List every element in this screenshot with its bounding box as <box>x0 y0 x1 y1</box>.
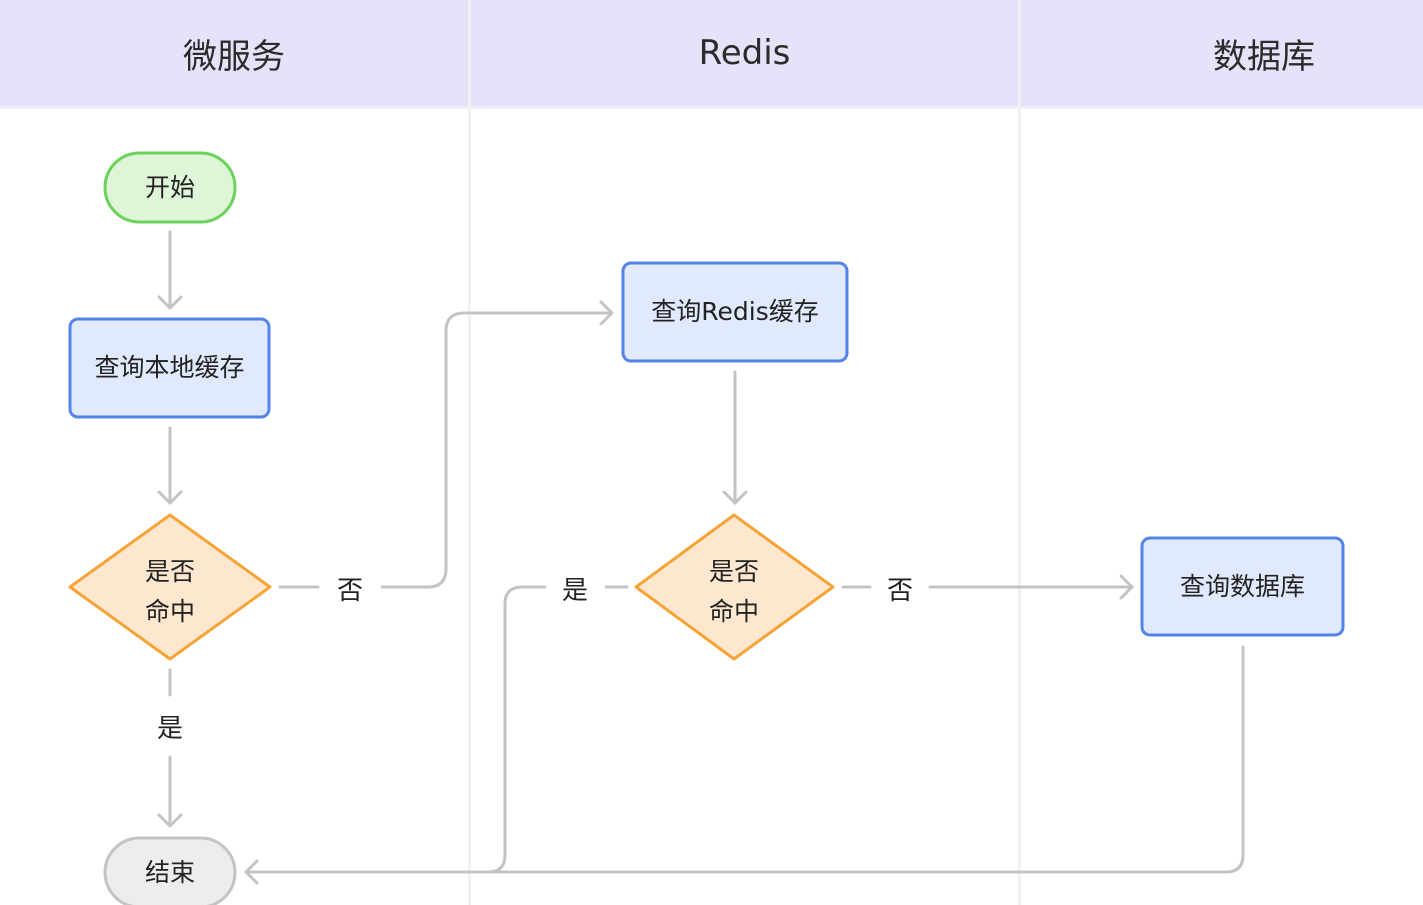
arrowhead-into-end <box>244 859 259 885</box>
header-shadow <box>0 106 1423 109</box>
redis-hit-decision <box>634 513 835 661</box>
connector-db-to-end <box>486 645 1245 874</box>
lane-separator-2 <box>1018 0 1021 905</box>
local-hit-decision <box>68 513 272 661</box>
arrowhead-redis-no-to-db <box>1119 574 1134 600</box>
edge-label-local-no: 否 <box>328 568 372 608</box>
arrowhead-local-to-decision <box>157 490 183 505</box>
arrowhead-start-to-local <box>157 295 183 310</box>
connector-local-no-to-redis <box>278 311 614 589</box>
edge-label-redis-yes: 是 <box>553 568 597 608</box>
lane-separator-1 <box>468 0 471 905</box>
start-node <box>103 151 237 224</box>
edge-label-redis-no: 否 <box>878 568 922 608</box>
connector-redis-yes-to-end <box>244 585 629 874</box>
end-node <box>103 836 237 905</box>
arrowhead-local-no-to-redis <box>599 300 614 326</box>
edge-label-local-yes: 是 <box>148 706 192 746</box>
arrowhead-local-yes-to-end <box>157 813 183 828</box>
lane-header-microservice: 微服务 <box>0 0 468 106</box>
lane-header-database: 数据库 <box>1021 0 1423 106</box>
query-local-cache-node <box>68 317 271 419</box>
query-redis-cache-node <box>621 261 849 363</box>
lane-header-redis: Redis <box>471 0 1018 106</box>
query-database-node <box>1140 536 1345 637</box>
arrowhead-redis-to-decision <box>722 490 748 505</box>
